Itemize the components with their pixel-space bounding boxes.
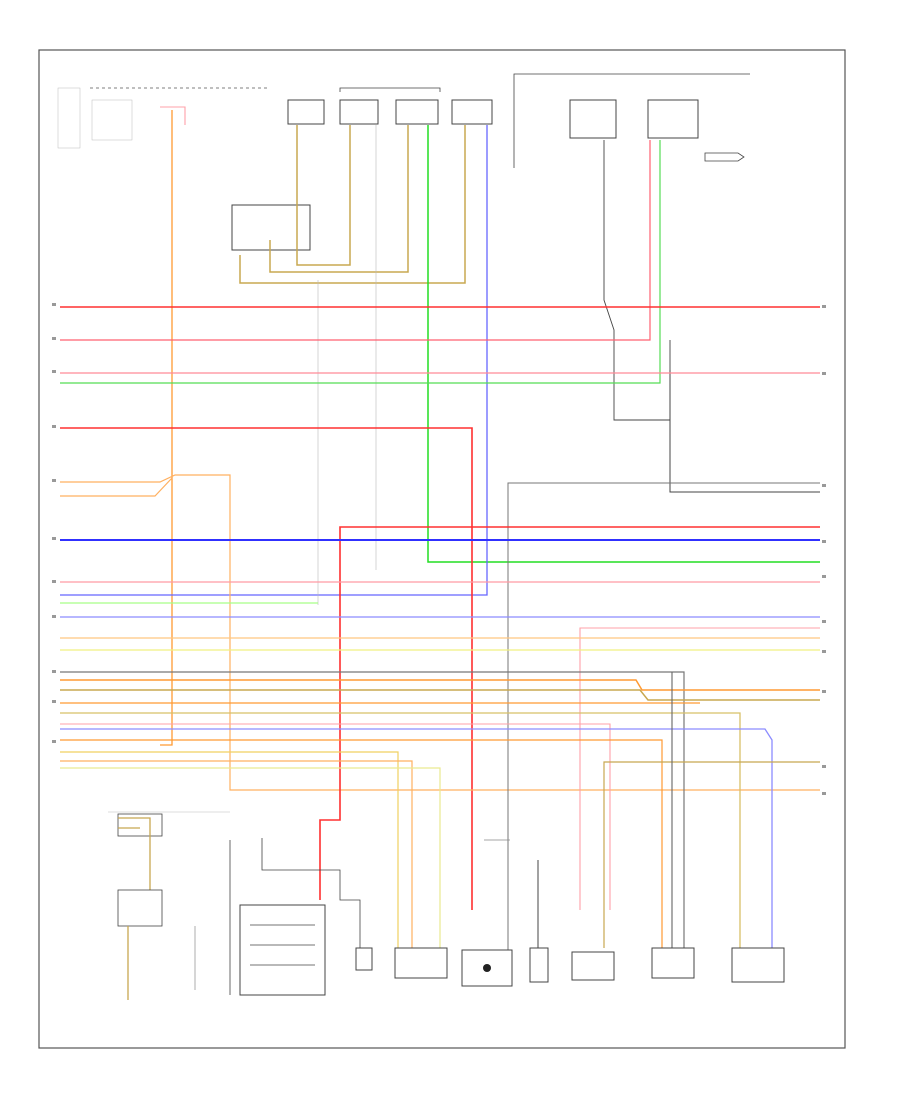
connector-2 bbox=[339, 99, 379, 125]
wire-tan-loop-2 bbox=[239, 125, 466, 284]
bus-orange-split bbox=[60, 474, 820, 791]
wire-green-drop bbox=[427, 125, 820, 563]
bus-tan-2 bbox=[60, 712, 741, 948]
top-left-label-block bbox=[57, 87, 133, 149]
wire-blue-drop bbox=[60, 125, 488, 596]
wire-pink-riser bbox=[160, 106, 186, 125]
wire-tan-loop-1 bbox=[296, 125, 351, 266]
wire-orange-riser bbox=[160, 110, 173, 746]
bus-tan-3 bbox=[603, 761, 820, 948]
bottom-component-6 bbox=[651, 947, 695, 979]
horizontal-bus bbox=[60, 306, 820, 960]
bus-orange-4 bbox=[60, 679, 820, 691]
ground-icon bbox=[704, 152, 745, 162]
switch-b bbox=[647, 99, 699, 139]
connector-1 bbox=[287, 99, 325, 125]
connector-3 bbox=[395, 99, 439, 125]
upper-connector bbox=[231, 204, 311, 251]
bus-red-2 bbox=[60, 427, 473, 910]
bottom-components bbox=[355, 947, 785, 987]
switch-a bbox=[569, 99, 617, 139]
control-module bbox=[229, 838, 361, 996]
bus-orange-6 bbox=[60, 739, 663, 948]
lower-left-block-1 bbox=[108, 811, 230, 890]
bus-pink-4 bbox=[60, 723, 611, 910]
bottom-component-1 bbox=[355, 947, 373, 971]
bottom-component-3-marker bbox=[483, 964, 491, 972]
bus-yellow-2 bbox=[60, 751, 399, 948]
wire-tan-loop-3 bbox=[269, 125, 409, 273]
bus-orange-2 bbox=[60, 477, 173, 497]
bus-gray-1 bbox=[507, 482, 820, 960]
bottom-component-5 bbox=[571, 951, 615, 981]
top-connector-group bbox=[287, 87, 493, 125]
bottom-component-4 bbox=[529, 947, 549, 983]
diagram-frame bbox=[38, 49, 846, 1049]
left-wire-numbers bbox=[52, 303, 56, 743]
wire-switch-b-dark bbox=[669, 370, 820, 493]
bus-yellow-3 bbox=[60, 767, 441, 948]
bus-gray-2 bbox=[60, 671, 685, 948]
right-wire-numbers bbox=[822, 305, 826, 795]
bus-tan-1 bbox=[60, 689, 820, 701]
lower-left-block-2 bbox=[117, 889, 196, 1000]
bottom-component-7 bbox=[731, 947, 785, 983]
bus-orange-7 bbox=[60, 760, 413, 948]
bus-pink-3 bbox=[579, 627, 820, 910]
top-right-switch-area bbox=[513, 73, 750, 168]
bus-red-3 bbox=[319, 526, 820, 900]
bus-blue-3 bbox=[60, 728, 773, 948]
wire-switch-b-pink bbox=[60, 140, 651, 341]
wire-switch-b-green bbox=[60, 140, 661, 384]
bottom-component-2 bbox=[394, 947, 448, 979]
connector-4 bbox=[451, 99, 493, 125]
switch-area-outline bbox=[513, 73, 750, 168]
connector-group-bracket bbox=[339, 87, 441, 92]
